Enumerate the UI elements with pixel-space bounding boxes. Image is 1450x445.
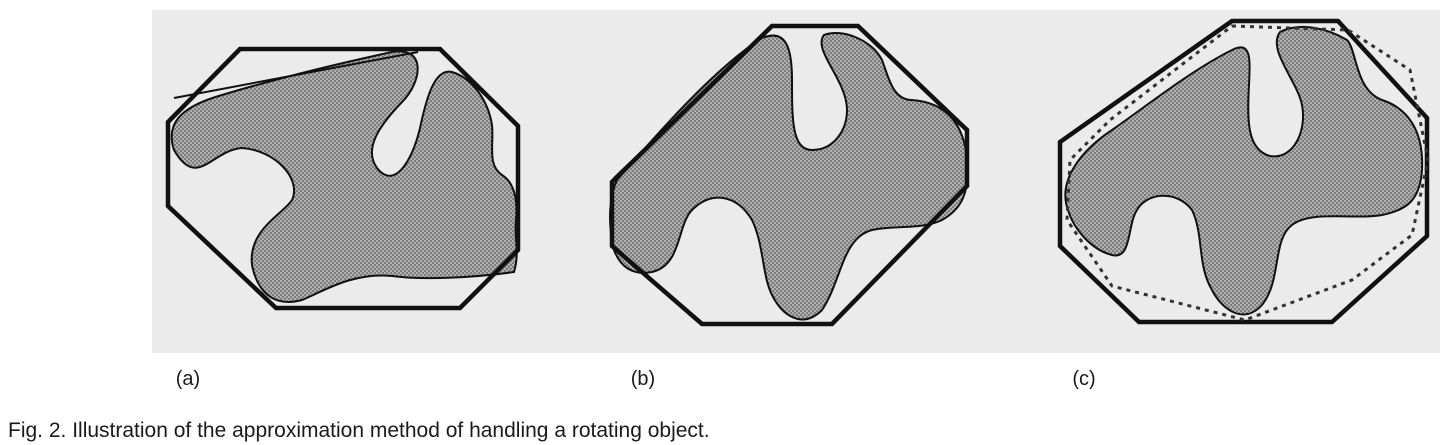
panel-b-object-blob	[609, 32, 969, 321]
panel-c-drawing	[1057, 18, 1430, 325]
panel-a-label: (a)	[175, 368, 201, 390]
panel-a-tangent-line	[173, 51, 419, 99]
panel-a-octagon	[165, 46, 521, 311]
panel-c-octagon	[1057, 18, 1430, 325]
figure-caption: Fig. 2. Illustration of the approximatio…	[8, 419, 710, 442]
panel-b-drawing	[609, 23, 970, 327]
panel-b-tangent-line	[613, 37, 761, 179]
panel-b-octagon	[609, 23, 970, 327]
panel-a-object-blob	[170, 50, 518, 303]
figure-panel	[152, 10, 1440, 353]
figure-illustration	[165, 18, 1430, 327]
panel-c-label: (c)	[1072, 368, 1096, 390]
panel-b-label: (b)	[630, 368, 656, 390]
panel-c-object-blob	[1064, 25, 1424, 316]
panel-a-drawing	[165, 46, 521, 311]
